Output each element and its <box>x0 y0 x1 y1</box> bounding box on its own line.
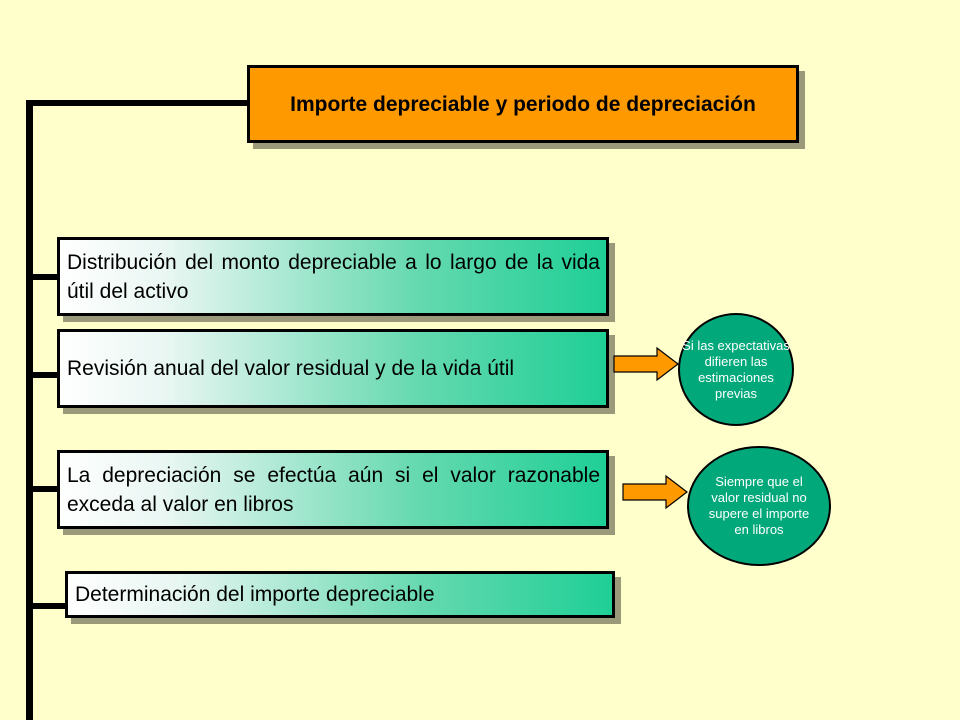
main-vertical-connector <box>26 100 33 720</box>
box-depreciacion: La depreciación se efectúa aún si el val… <box>57 450 609 529</box>
note-valor-residual: Siempre que el valor residual no supere … <box>687 446 831 566</box>
box-distribucion-text: Distribución del monto depreciable a lo … <box>67 250 600 303</box>
note-expectativas-text: Si las expectativas difieren las estimac… <box>682 337 790 401</box>
connector-to-title <box>26 100 248 106</box>
box-depreciacion-text: La depreciación se efectúa aún si el val… <box>67 463 600 516</box>
connector-to-box-1 <box>26 274 59 280</box>
right-arrow-icon <box>613 347 679 381</box>
box-determinacion-text: Determinación del importe depreciable <box>75 583 435 606</box>
right-arrow-icon <box>622 475 688 509</box>
connector-to-box-3 <box>26 486 59 492</box>
note-expectativas: Si las expectativas difieren las estimac… <box>678 313 794 426</box>
box-distribucion: Distribución del monto depreciable a lo … <box>57 237 609 316</box>
note-valor-residual-text: Siempre que el valor residual no supere … <box>708 474 810 537</box>
connector-to-box-4 <box>26 603 66 609</box>
title-text: Importe depreciable y periodo de depreci… <box>290 92 756 116</box>
box-revision-text: Revisión anual del valor residual y de l… <box>67 357 515 380</box>
box-determinacion: Determinación del importe depreciable <box>65 571 615 618</box>
title-box: Importe depreciable y periodo de depreci… <box>247 65 799 143</box>
box-revision: Revisión anual del valor residual y de l… <box>57 329 609 408</box>
connector-to-box-2 <box>26 372 59 378</box>
